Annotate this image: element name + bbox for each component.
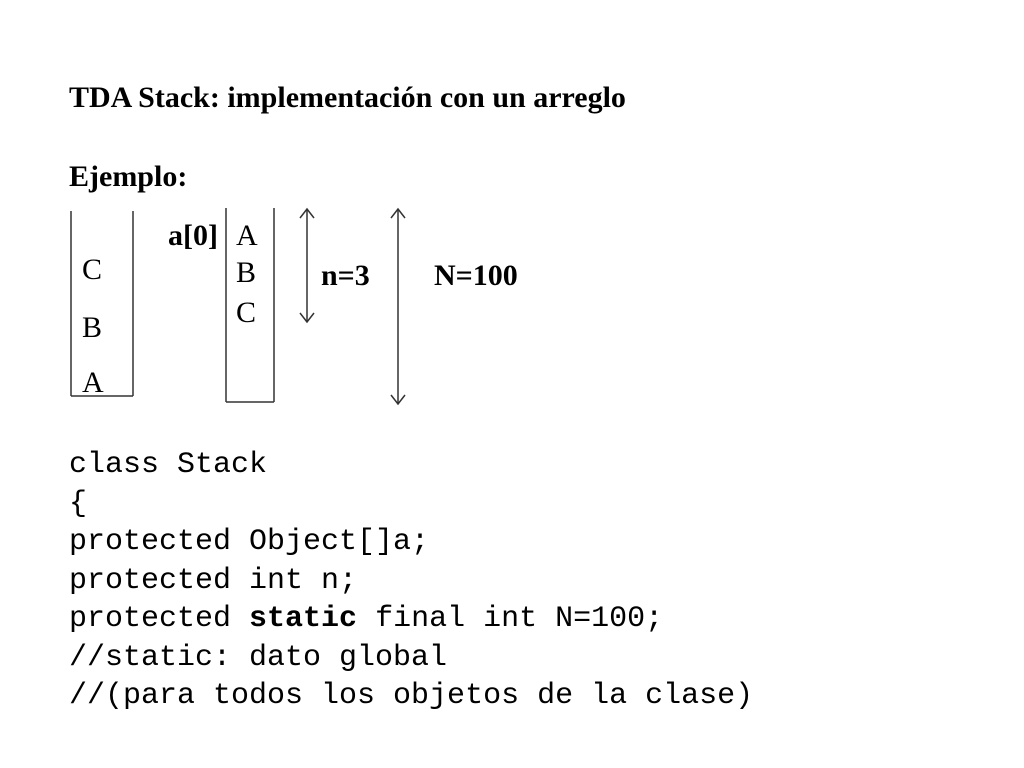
n-label: n=3 [321,259,370,292]
array-box [225,208,275,403]
code-line-5-prefix: protected [69,602,250,636]
n-size-arrow [299,207,315,324]
stack-item-top: C [82,253,102,286]
capacity-label: N=100 [434,259,518,292]
code-line-7: //(para todos los objetos de la clase) [69,679,754,713]
slide-title: TDA Stack: implementación con un arreglo [69,81,626,114]
stack-item-bottom: A [82,366,104,399]
array-item-0: A [236,219,258,252]
array-item-2: C [236,296,256,329]
array-index-label: a[0] [168,219,218,252]
code-line-2: { [69,486,88,521]
code-block: class Stack { protected Object[]a; protecte… [69,446,753,716]
code-line-3: protected Object[]a; [69,525,430,559]
code-line-4: protected int n; [69,563,358,598]
code-line-5: protected static final int N=100; [69,600,753,639]
code-line-5-suffix: final int N=100; [357,602,664,636]
array-item-1: B [236,256,256,289]
example-heading: Ejemplo: [69,160,188,193]
abstract-stack [70,211,134,397]
code-line-6: //static: dato global [69,640,448,675]
code-keyword-static: static [249,602,358,636]
stack-item-middle: B [82,311,102,344]
code-line-1: class Stack [69,448,268,482]
capacity-arrow [390,207,406,406]
